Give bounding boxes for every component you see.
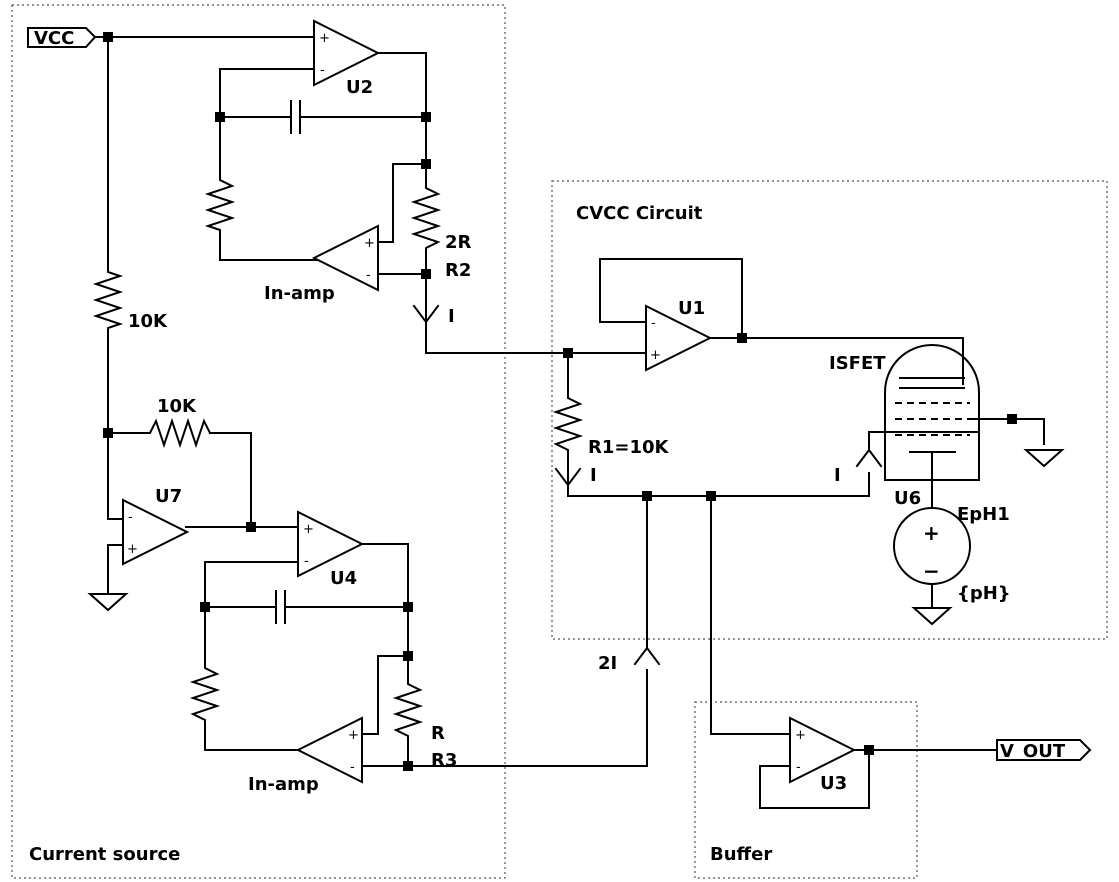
svg-text:+: + [348,728,359,743]
current-i-right-label: I [834,465,841,486]
wires-buffer [759,749,998,809]
u6-label: U6 [894,488,921,509]
resistor-icon [552,394,584,456]
opamp-inamp-top: + - [311,224,379,292]
eph1-label: EpH1 [957,504,1010,525]
resistor-icon [92,269,124,331]
opamp-u4: + - [297,510,365,578]
svg-text:VCC: VCC [34,28,74,49]
voltage-source-icon: + − [893,507,971,585]
ground-icon [87,593,129,612]
svg-text:+: + [364,236,375,251]
svg-text:-: - [350,760,355,775]
svg-text:+: + [127,542,138,557]
cvcc-circuit-block [551,180,1108,640]
u4-label: U4 [330,568,357,589]
ground-icon [911,607,953,626]
isfet-label: ISFET [829,353,886,374]
r2-value-label: 2R [445,232,472,253]
current-source-block [11,4,506,879]
r-10k-vertical-label: 10K [128,311,168,332]
buffer-title: Buffer [710,844,772,865]
ground-icon [1023,449,1065,468]
u2-label: U2 [346,77,373,98]
opamp-inamp-bottom: + - [295,716,363,784]
wires-cvcc-circuit [567,258,1045,735]
svg-text:-: - [320,63,325,78]
svg-text:+: + [795,728,806,743]
svg-text:-: - [304,554,309,569]
current-arrow-icon [855,448,883,468]
resistor-icon [204,176,236,233]
resistor-icon [147,417,212,449]
r3-name-label: R3 [431,750,457,771]
opamp-u2: + - [313,19,381,87]
capacitor-icon [290,100,301,134]
r-10k-horizontal-label: 10K [157,396,197,417]
current-i-left-label: I [590,465,597,486]
opamp-u1: - + [645,304,713,372]
inamp-top-label: In-amp [264,283,335,304]
buffer-block [694,701,918,879]
current-2i-label: 2I [598,653,617,674]
opamp-u3: + - [789,716,857,784]
u7-label: U7 [155,486,182,507]
cvcc-circuit-title: CVCC Circuit [576,203,703,224]
u3-label: U3 [820,773,847,794]
isfet-tube-icon [884,344,986,481]
inamp-bottom-label: In-amp [248,774,319,795]
svg-text:-: - [128,510,133,525]
ph-param-label: {pH} [957,583,1011,604]
current-arrow-icon [633,646,661,666]
svg-text:+: + [923,521,940,545]
wires-top-current-source [94,36,569,520]
vcc-net-flag: VCC [27,27,97,49]
svg-text:-: - [366,268,371,283]
svg-text:V_OUT: V_OUT [1000,741,1066,762]
junction-dots [103,32,1017,771]
u1-label: U1 [678,298,705,319]
svg-text:-: - [796,760,801,775]
resistor-icon [392,679,424,743]
svg-text:−: − [923,559,940,583]
r3-value-label: R [431,723,445,744]
v-out-net-flag: V_OUT [996,739,1092,762]
r1-label: R1=10K [588,437,670,458]
svg-text:+: + [319,31,330,46]
resistor-icon [189,663,221,725]
current-source-title: Current source [29,844,180,865]
resistor-icon [410,174,442,257]
opamp-u7: - + [122,498,190,566]
r2-name-label: R2 [445,260,471,281]
svg-text:-: - [651,316,656,331]
wires-bottom-current-source [107,432,648,767]
capacitor-icon [275,590,286,624]
current-i-top-label: I [448,306,455,327]
svg-text:+: + [650,348,661,363]
svg-text:+: + [303,522,314,537]
